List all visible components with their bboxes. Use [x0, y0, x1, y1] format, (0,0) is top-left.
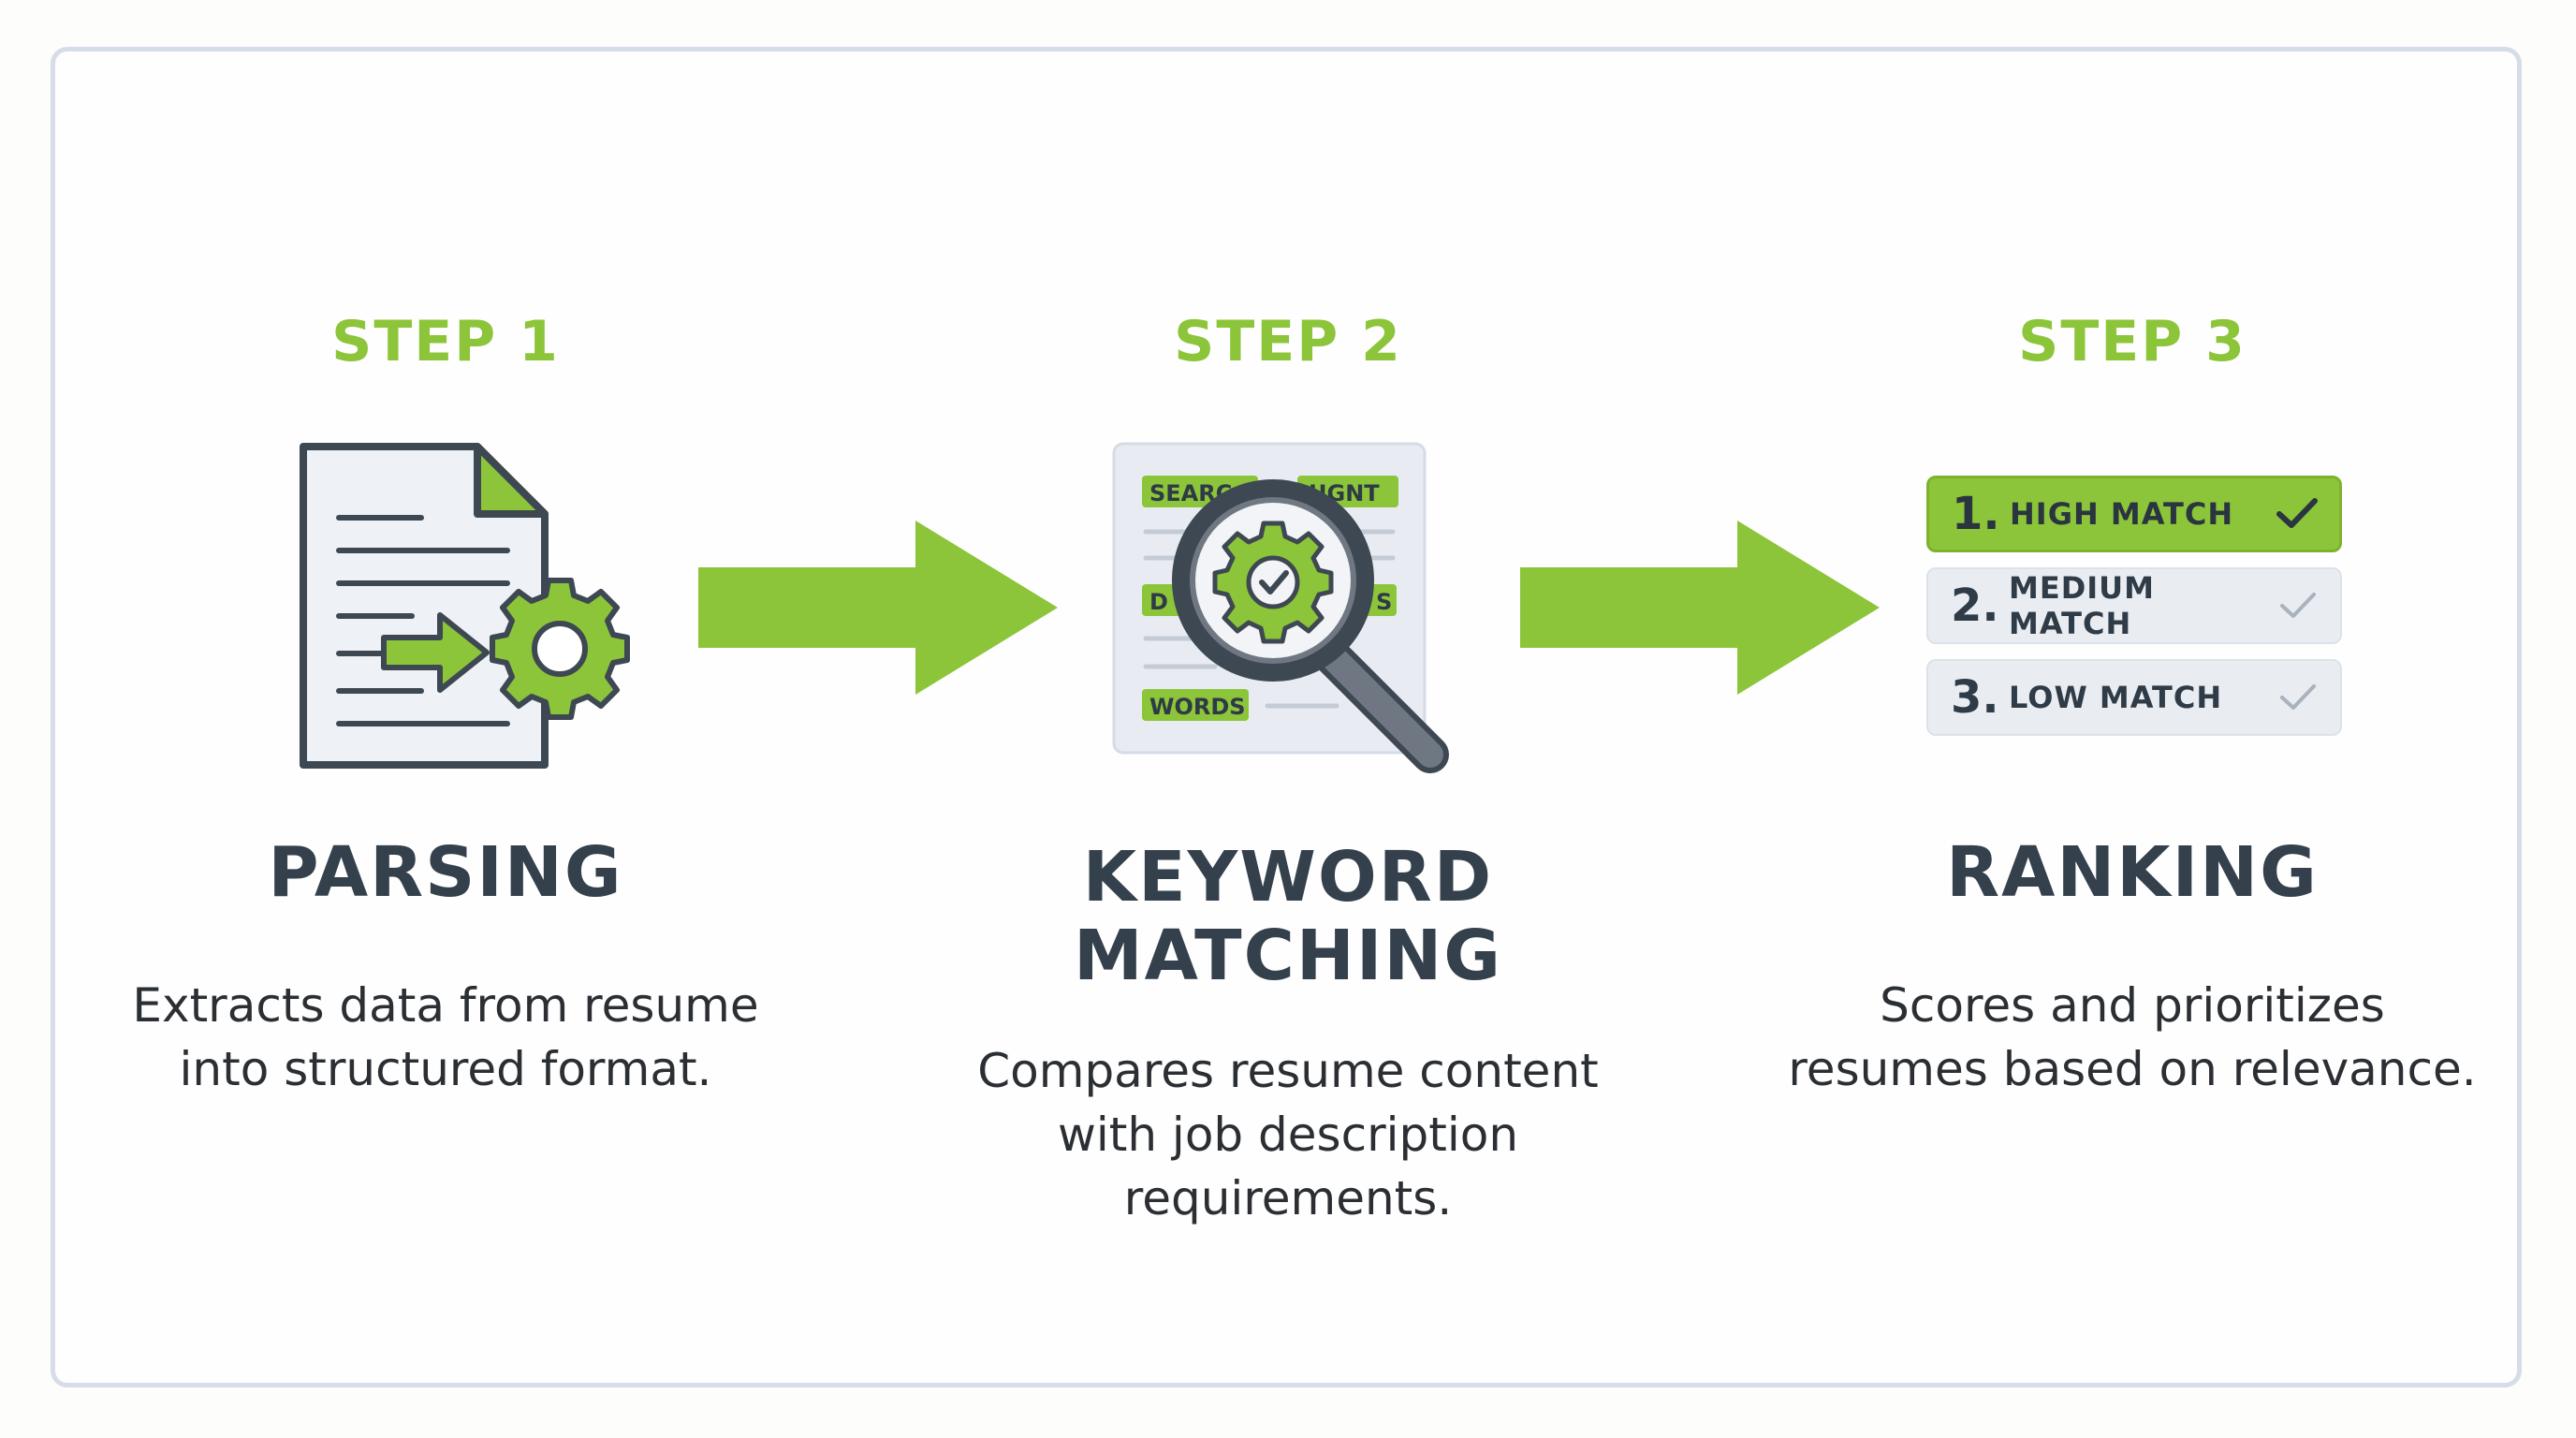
checkmark-icon [2280, 593, 2316, 618]
keyword-tag-3: D [1149, 589, 1168, 615]
document-gear-icon [300, 443, 630, 769]
rank-row-high: 1. HIGH MATCH [1926, 476, 2342, 552]
rank-number: 3. [1951, 671, 1999, 724]
checkmark-icon [2280, 684, 2316, 710]
right-arrow-icon [698, 521, 1058, 695]
step-2-title: KEYWORD MATCHING [932, 838, 1644, 995]
magnifier-keywords-icon: SEARC UGNT D S WORDS [1112, 442, 1449, 773]
keyword-tag-4: S [1376, 589, 1392, 615]
step-1-title: PARSING [268, 832, 623, 913]
step-2-label: STEP 2 [1174, 309, 1402, 374]
rank-row-low: 3. LOW MATCH [1926, 659, 2342, 736]
step-2-title-line-2: MATCHING [1073, 916, 1503, 996]
checkmark-icon [2276, 498, 2318, 528]
rank-row-medium: 2. MEDIUM MATCH [1926, 567, 2342, 644]
step-1-description: Extracts data from resume into structure… [132, 978, 759, 1096]
rank-label: MEDIUM MATCH [2009, 570, 2155, 641]
step-3-description: Scores and prioritizes resumes based on … [1788, 978, 2477, 1096]
rank-label: LOW MATCH [2009, 680, 2223, 715]
step-1-label: STEP 1 [331, 309, 560, 374]
step-3-label: STEP 3 [2018, 309, 2247, 374]
right-arrow-icon [1520, 521, 1880, 695]
step-3-title: RANKING [1946, 832, 2319, 913]
rank-number: 2. [1951, 580, 1999, 632]
rank-number: 1. [1952, 488, 2000, 540]
step-2-description: Compares resume content with job descrip… [977, 1044, 1599, 1225]
rank-label: HIGH MATCH [2010, 496, 2234, 532]
step-2-title-line-1: KEYWORD [1082, 837, 1494, 917]
keyword-tag-5: WORDS [1149, 694, 1246, 720]
